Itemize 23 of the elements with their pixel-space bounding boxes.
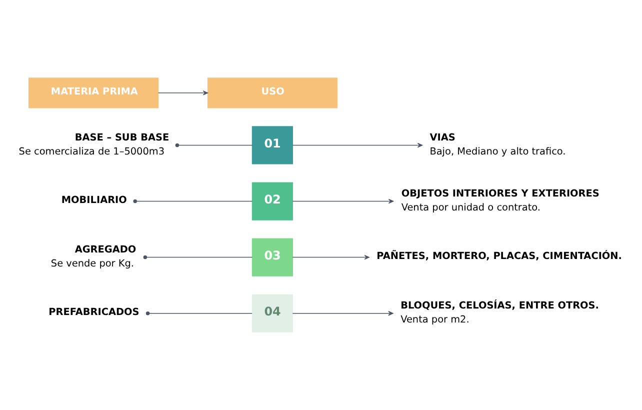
- node-text: MOBILIARIO: [61, 195, 127, 206]
- node-text: BLOQUES, CELOSÍAS, ENTRE OTROS. Venta por m2.: [400, 300, 599, 326]
- node-box: USO: [207, 78, 338, 108]
- arrow: [292, 310, 394, 316]
- connector: [133, 199, 252, 204]
- connector: [175, 143, 253, 148]
- node-text: BASE – SUB BASE Se comercializa de 1–5000m3: [18, 132, 170, 158]
- connector: [146, 311, 252, 316]
- node-text: PREFABRICADOS: [48, 307, 140, 318]
- node-box: 01: [252, 126, 293, 164]
- arrow: [158, 90, 208, 96]
- node-text: AGREGADO Se vende por Kg.: [50, 244, 136, 270]
- node-text: PAÑETES, MORTERO, PLACAS, CIMENTACIÓN.: [376, 251, 622, 262]
- connector: [143, 255, 252, 260]
- node-box: 04: [252, 294, 293, 332]
- node-box: 02: [252, 182, 293, 220]
- node-box: 03: [252, 238, 293, 276]
- arrow: [292, 198, 394, 204]
- arrow: [292, 142, 423, 148]
- node-text: OBJETOS INTERIORES Y EXTERIORES Venta por unidad o contrato.: [401, 188, 600, 214]
- arrow: [292, 254, 370, 260]
- node-text: VIAS Bajo, Mediano y alto trafico.: [430, 132, 566, 158]
- node-box: MATERIA PRIMA: [28, 78, 158, 108]
